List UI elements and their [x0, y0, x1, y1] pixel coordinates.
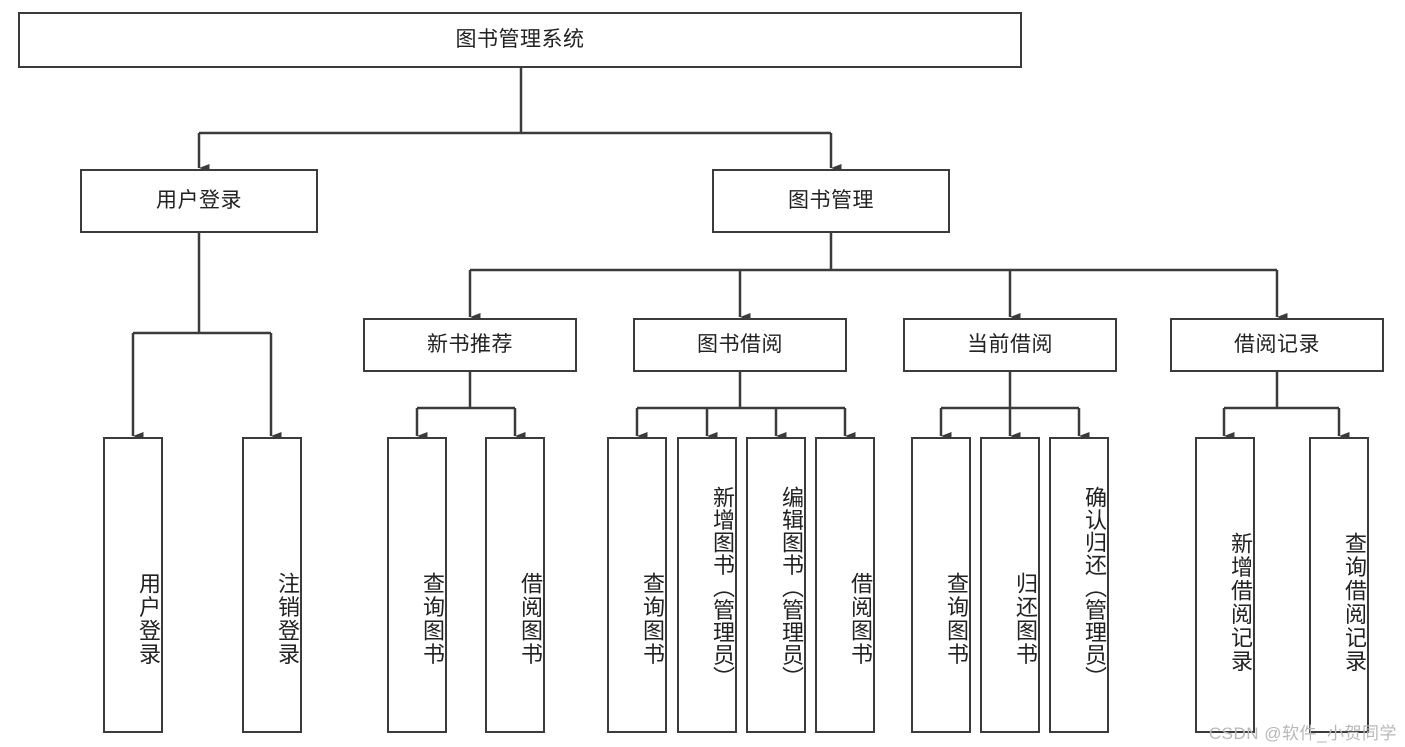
node-leaf-query-book-2[interactable]: 查询图书: [607, 437, 667, 733]
node-leaf-user-login[interactable]: 用户登录: [103, 437, 163, 733]
node-new-book-recommend[interactable]: 新书推荐: [363, 318, 577, 372]
connector-bookborrow-to-leaves: [635, 372, 856, 440]
node-label: 用户登录: [136, 572, 161, 666]
connector-currentborrow-to-leaves: [939, 372, 1090, 440]
node-leaf-query-book-3[interactable]: 查询图书: [911, 437, 971, 733]
node-label: 借阅图书: [518, 572, 543, 666]
node-leaf-confirm-return-admin[interactable]: 确认归还（管理员）: [1049, 437, 1109, 733]
node-label: 图书借阅: [697, 332, 783, 356]
node-label: 注销登录: [275, 572, 300, 666]
node-label: 归还图书: [1013, 572, 1038, 666]
node-borrow-record[interactable]: 借阅记录: [1170, 318, 1384, 372]
node-label: 新书推荐: [427, 332, 513, 356]
connector-bookmanage-to-level3: [468, 233, 1288, 321]
connector-userlogin-to-leaves: [131, 233, 282, 440]
node-label: 图书管理: [788, 188, 874, 212]
node-leaf-borrow-book-1[interactable]: 借阅图书: [485, 437, 545, 733]
node-label: 查询图书: [420, 572, 445, 666]
node-label: 图书管理系统: [455, 27, 585, 51]
node-leaf-return-book[interactable]: 归还图书: [980, 437, 1040, 733]
node-label: 查询图书: [944, 572, 969, 666]
connector-newbook-to-leaves: [415, 372, 526, 440]
node-label: 确认归还（管理员）: [1082, 485, 1107, 689]
node-root-book-management-system[interactable]: 图书管理系统: [18, 12, 1022, 68]
node-label: 查询借阅记录: [1342, 531, 1367, 673]
node-leaf-logout-login[interactable]: 注销登录: [242, 437, 302, 733]
node-label: 新增借阅记录: [1228, 531, 1253, 673]
node-user-login[interactable]: 用户登录: [80, 169, 318, 233]
connector-root-to-level2: [197, 68, 842, 172]
node-label: 新增图书（管理员）: [710, 485, 735, 689]
node-leaf-edit-book-admin[interactable]: 编辑图书（管理员）: [746, 437, 806, 733]
node-book-management[interactable]: 图书管理: [712, 169, 950, 233]
node-current-borrow[interactable]: 当前借阅: [903, 318, 1117, 372]
node-label: 查询图书: [640, 572, 665, 666]
node-leaf-query-borrow-record[interactable]: 查询借阅记录: [1309, 437, 1369, 733]
node-leaf-query-book-1[interactable]: 查询图书: [387, 437, 447, 733]
connector-borrowrecord-to-leaves: [1222, 372, 1350, 440]
node-leaf-borrow-book-2[interactable]: 借阅图书: [815, 437, 875, 733]
node-label: 当前借阅: [967, 332, 1053, 356]
node-label: 用户登录: [156, 188, 242, 212]
node-leaf-add-borrow-record[interactable]: 新增借阅记录: [1195, 437, 1255, 733]
node-book-borrow[interactable]: 图书借阅: [633, 318, 847, 372]
node-label: 编辑图书（管理员）: [779, 485, 804, 689]
node-label: 借阅记录: [1234, 332, 1320, 356]
node-leaf-add-book-admin[interactable]: 新增图书（管理员）: [677, 437, 737, 733]
node-label: 借阅图书: [848, 572, 873, 666]
